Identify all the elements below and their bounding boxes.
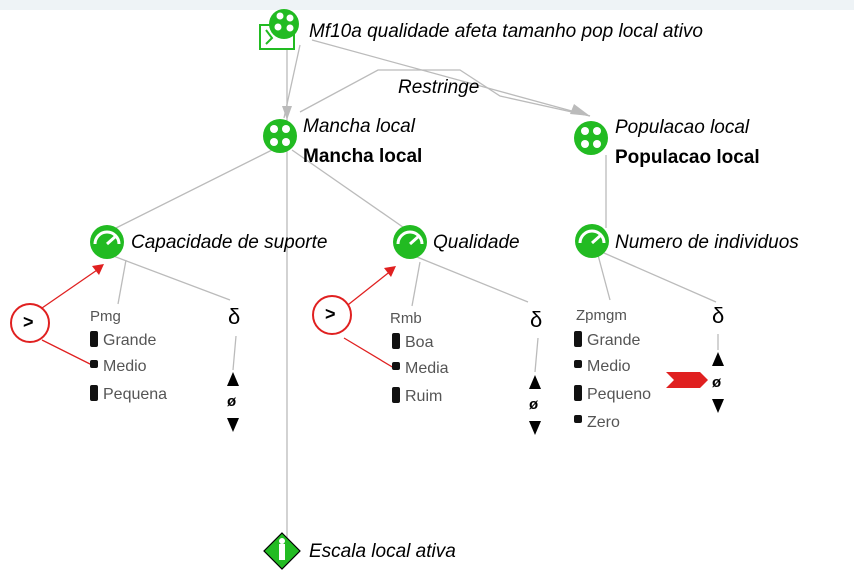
- correspondence-line: [343, 269, 393, 309]
- entity-icon-mancha: [263, 119, 297, 153]
- correspondence-symbol: >: [23, 312, 34, 332]
- gauge-icon-numero: [575, 224, 609, 258]
- gauge-icon-capacidade: [90, 225, 124, 259]
- value-label: Pequeno: [587, 386, 652, 403]
- connector-line: [534, 337, 539, 373]
- value-label: Medio: [587, 358, 631, 375]
- value-label: Zero: [587, 414, 620, 431]
- connector-line: [283, 44, 301, 119]
- connector-line: [311, 39, 591, 117]
- connector-line: [597, 254, 611, 301]
- value-marker: [392, 333, 400, 349]
- derivative-up-arrow: [712, 352, 724, 366]
- derivative-zero: ø: [227, 393, 237, 410]
- value-marker: [90, 360, 98, 368]
- connector-line: [411, 254, 529, 303]
- scenario-icon: [259, 9, 299, 50]
- scenario-title: Mf10a qualidade afeta tamanho pop local …: [309, 21, 703, 42]
- connector-line: [107, 145, 281, 233]
- quantity-label-numero: Numero de individuos: [615, 232, 799, 253]
- arrowhead: [282, 106, 292, 120]
- correspondence-marker: [666, 372, 708, 388]
- quantity-label-capacidade: Capacidade de suporte: [131, 232, 328, 253]
- correspondence-line: [41, 267, 101, 309]
- configuration-label: Restringe: [398, 77, 480, 98]
- correspondence-circle: [312, 295, 352, 335]
- connector-line: [299, 69, 591, 117]
- derivative-zero: ø: [529, 396, 539, 413]
- arrowhead: [92, 264, 104, 275]
- gauge-icon-qualidade: [393, 225, 427, 259]
- arrowhead: [384, 266, 396, 277]
- entity-label-mancha: Mancha local: [303, 116, 415, 137]
- top-bar: [0, 0, 854, 10]
- connector-line: [411, 261, 421, 307]
- value-label: Grande: [103, 332, 157, 349]
- agent-label: Escala local ativa: [309, 541, 456, 562]
- correspondence-line: [343, 337, 395, 369]
- correspondence-line: [41, 339, 93, 366]
- derivative-up-arrow: [227, 372, 239, 386]
- value-label: Media: [405, 360, 449, 377]
- value-marker: [392, 362, 400, 370]
- derivative-down-arrow: [227, 418, 239, 432]
- quantity-space-name: Pmg: [90, 308, 121, 325]
- value-label: Grande: [587, 332, 641, 349]
- connector-line: [603, 252, 717, 303]
- value-marker: [90, 331, 98, 347]
- value-marker: [90, 385, 98, 401]
- derivative-zero: ø: [712, 374, 722, 391]
- value-label: Ruim: [405, 388, 443, 405]
- derivative-down-arrow: [712, 399, 724, 413]
- agent-icon: [263, 532, 301, 570]
- arrowhead: [570, 104, 590, 116]
- quantity-space-name: Rmb: [390, 310, 422, 327]
- value-marker: [392, 387, 400, 403]
- value-label: Boa: [405, 334, 434, 351]
- derivative-symbol: δ: [712, 303, 725, 328]
- correspondence-circle: [10, 303, 50, 343]
- entity-icon-populacao: [574, 121, 608, 155]
- value-label: Pequena: [103, 386, 168, 403]
- derivative-down-arrow: [529, 421, 541, 435]
- value-marker: [574, 415, 582, 423]
- entity-instance-mancha: Mancha local: [303, 146, 423, 167]
- entity-label-populacao: Populacao local: [615, 117, 750, 138]
- value-marker: [574, 331, 582, 347]
- derivative-symbol: δ: [530, 307, 543, 332]
- value-marker: [574, 360, 582, 368]
- value-marker: [574, 385, 582, 401]
- derivative-symbol: δ: [228, 304, 241, 329]
- entity-instance-populacao: Populacao local: [615, 147, 760, 168]
- connector-line: [232, 335, 237, 371]
- connector-line: [107, 253, 231, 301]
- quantity-label-qualidade: Qualidade: [433, 232, 520, 253]
- quantity-space-name: Zpmgm: [576, 307, 627, 324]
- correspondence-symbol: >: [325, 304, 336, 324]
- value-label: Medio: [103, 358, 147, 375]
- connector-line: [291, 149, 411, 233]
- derivative-up-arrow: [529, 375, 541, 389]
- connector-line: [117, 259, 127, 305]
